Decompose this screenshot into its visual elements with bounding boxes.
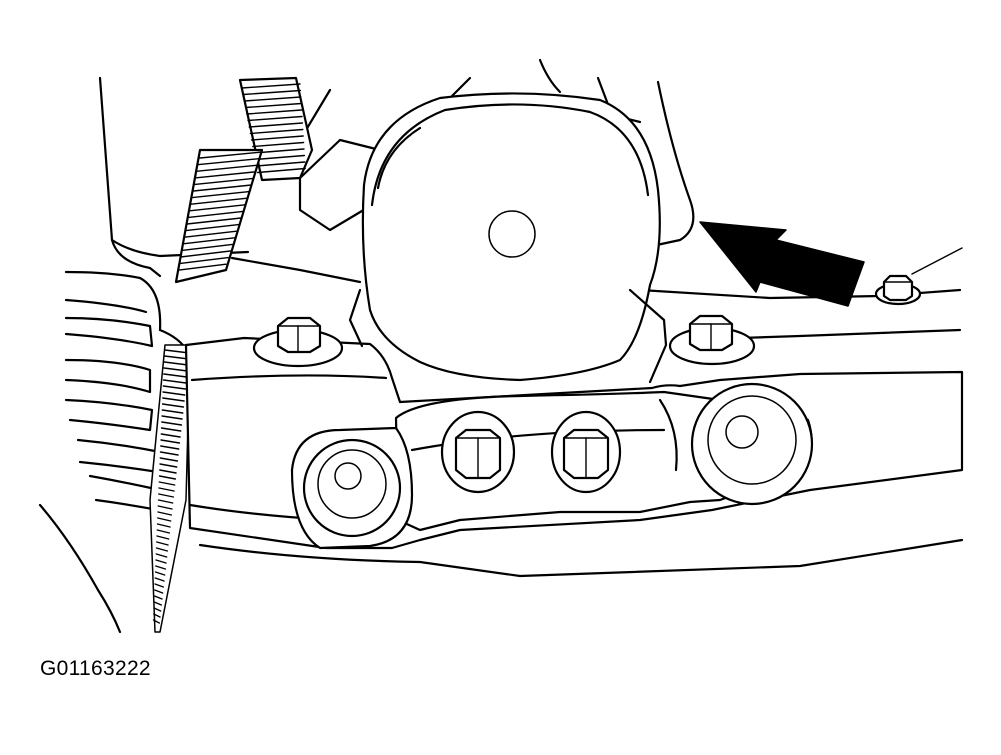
center-left-bolt [440,410,516,494]
upper-right-bolt [668,314,756,366]
far-right-bolt [874,247,963,306]
rubber-insulator [298,92,668,384]
solid-arrow-icon [699,221,865,307]
figure-identifier: G01163222 [40,657,151,680]
wiring-harness-conduit [174,76,314,284]
center-right-bolt [550,410,622,494]
insulator-center-hole [488,210,536,258]
right-bushing [690,382,814,506]
upper-left-bolt [252,316,344,368]
threaded-stud [149,344,191,633]
left-bushing [290,426,414,550]
